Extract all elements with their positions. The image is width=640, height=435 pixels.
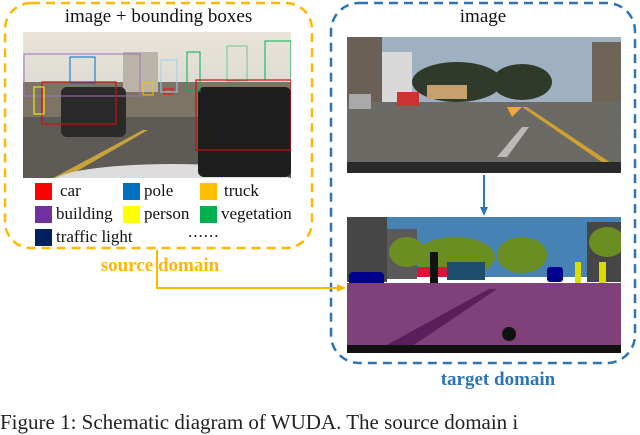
car-swatch (35, 182, 52, 200)
legend-item-vegetation: vegetation (200, 204, 292, 224)
target-segmentation-image (347, 217, 621, 353)
legend-item-car: car (35, 181, 81, 201)
traffic-light-swatch (35, 228, 52, 246)
building-swatch (35, 205, 52, 223)
source-domain-label: source domain (100, 255, 220, 276)
connector-arrowhead-icon (337, 284, 346, 292)
legend-item-building: building (35, 204, 113, 224)
truck-swatch (200, 182, 217, 200)
legend-item-person: person (123, 204, 189, 224)
legend-more-ellipsis: ...... (188, 222, 220, 241)
legend-item-pole: pole (123, 181, 173, 201)
source-panel-title: image + bounding boxes (64, 6, 253, 27)
source-image (23, 32, 291, 178)
target-domain-frame (329, 1, 637, 365)
down-arrowhead-icon (480, 207, 488, 216)
pole-swatch (123, 182, 140, 200)
source-to-target-connector (156, 250, 338, 289)
target-panel-title: image (459, 6, 507, 27)
figure-caption: Figure 1: Schematic diagram of WUDA. The… (0, 410, 519, 434)
person-swatch (123, 205, 140, 223)
target-image (347, 37, 621, 173)
diagram-frame (3, 1, 637, 365)
legend-item-truck: truck (200, 181, 259, 201)
source-domain-frame (3, 1, 314, 250)
vegetation-swatch (200, 205, 217, 223)
target-domain-label: target domain (440, 369, 556, 390)
legend-item-traffic-light: traffic light (35, 227, 133, 247)
